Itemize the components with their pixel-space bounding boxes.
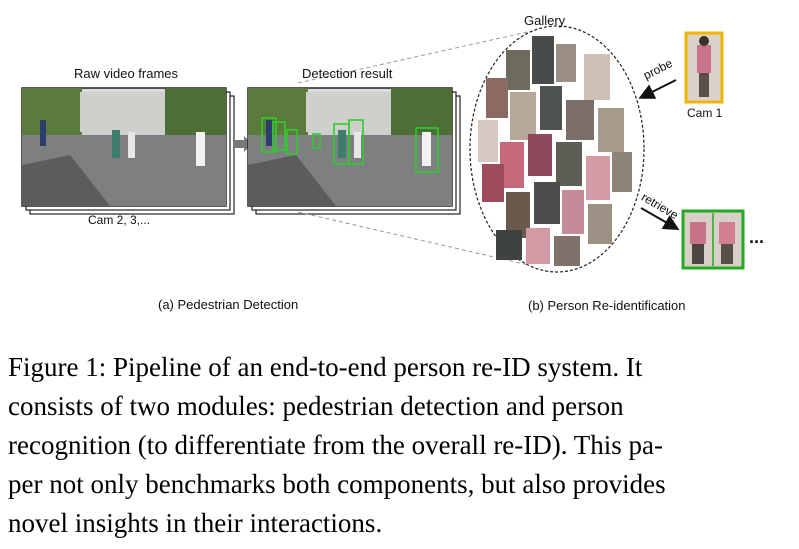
caption-line-3: recognition (to differentiate from the o…: [8, 430, 664, 460]
gallery-ellipse: [469, 25, 645, 273]
cam1-label: Cam 1: [687, 106, 723, 120]
probe-arrow: [638, 79, 677, 99]
detection-boxes: [261, 117, 439, 173]
raw-frame-image: [21, 87, 227, 207]
figure-caption: Figure 1: Pipeline of an end-to-end pers…: [8, 348, 793, 543]
probe-image: [684, 31, 724, 104]
ellipsis-label: ...: [749, 227, 765, 247]
raw-frames-label: Raw video frames: [74, 66, 179, 81]
pipeline-figure: Raw video frames Detection result Galler…: [21, 13, 765, 313]
caption-line-1: Figure 1: Pipeline of an end-to-end pers…: [8, 352, 643, 382]
caption-line-4: per not only benchmarks both components,…: [8, 469, 666, 499]
pipeline-diagram: [21, 25, 745, 273]
retrieve-arrow: [640, 207, 680, 230]
gallery-thumbnails: [478, 36, 632, 266]
raw-frame-stack: [21, 87, 235, 215]
subcaption-b: (b) Person Re-identification: [528, 298, 686, 313]
gallery-label: Gallery: [524, 13, 566, 28]
detection-frame-stack: [247, 87, 461, 215]
detection-result-label: Detection result: [302, 66, 393, 81]
subcaption-a: (a) Pedestrian Detection: [158, 297, 299, 312]
retrieved-results: [681, 209, 745, 270]
detection-frame-image: [247, 87, 453, 207]
caption-line-2: consists of two modules: pedestrian dete…: [8, 391, 624, 421]
caption-line-5: novel insights in their interactions.: [8, 508, 383, 538]
cam-other-label: Cam 2, 3,...: [88, 213, 151, 227]
projection-lines: [297, 30, 543, 269]
